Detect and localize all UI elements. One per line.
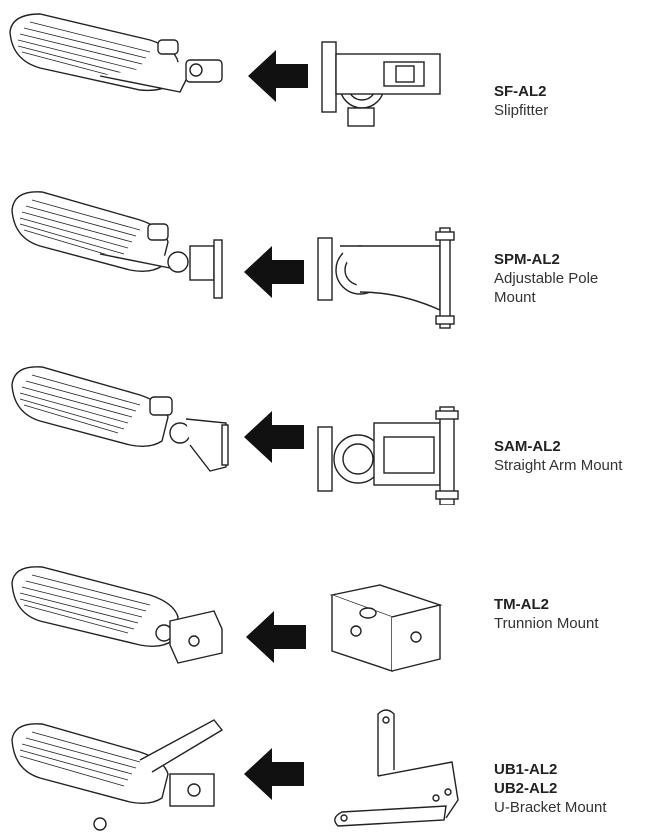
straight-arm-mount-diagram [11,366,459,505]
product-label-tm: TM-AL2 Trunnion Mount [494,595,599,633]
slipfitter-mount-icon [321,41,441,127]
product-label-ub: UB1-AL2 UB2-AL2 U-Bracket Mount [494,760,607,817]
product-code: SPM-AL2 [494,251,560,268]
u-bracket-mount-diagram [11,709,459,831]
product-code: SF-AL2 [494,83,547,100]
product-description-line2: Mount [494,289,536,306]
slipfitter-diagram [9,13,441,127]
product-label-sf: SF-AL2 Slipfitter [494,82,548,120]
product-description: Trunnion Mount [494,615,599,632]
product-row-sf: SF-AL2 Slipfitter [0,0,665,150]
adjustable-pole-mount-diagram [11,191,455,329]
trunnion-mount-icon [329,584,443,672]
fixture-icon [11,566,223,664]
product-label-sam: SAM-AL2 Straight Arm Mount [494,437,622,475]
fixture-icon [11,719,224,831]
arrow-left-icon [244,411,304,463]
adjustable-pole-mount-icon [317,227,455,329]
arrow-left-icon [244,748,304,800]
product-description: U-Bracket Mount [494,799,607,816]
arrow-left-icon [248,50,308,102]
product-row-ub: UB1-AL2 UB2-AL2 U-Bracket Mount [0,700,665,836]
product-code: UB1-AL2 [494,761,558,778]
product-description: Adjustable Pole [494,270,599,287]
fixture-icon [9,13,223,93]
product-row-tm: TM-AL2 Trunnion Mount [0,555,665,685]
u-bracket-mount-icon [334,709,459,827]
arrow-left-icon [246,611,306,663]
product-row-sam: SAM-AL2 Straight Arm Mount [0,345,665,505]
fixture-icon [11,191,223,299]
product-description: Slipfitter [494,102,549,119]
product-code: SAM-AL2 [494,438,561,455]
product-row-spm: SPM-AL2 Adjustable Pole Mount [0,180,665,340]
straight-arm-mount-icon [317,406,459,505]
trunnion-mount-diagram [11,566,443,672]
arrow-left-icon [244,246,304,298]
product-description: Straight Arm Mount [494,457,623,474]
product-code: TM-AL2 [494,596,549,613]
product-code-secondary: UB2-AL2 [494,780,558,797]
fixture-icon [11,366,229,472]
product-label-spm: SPM-AL2 Adjustable Pole Mount [494,250,598,307]
